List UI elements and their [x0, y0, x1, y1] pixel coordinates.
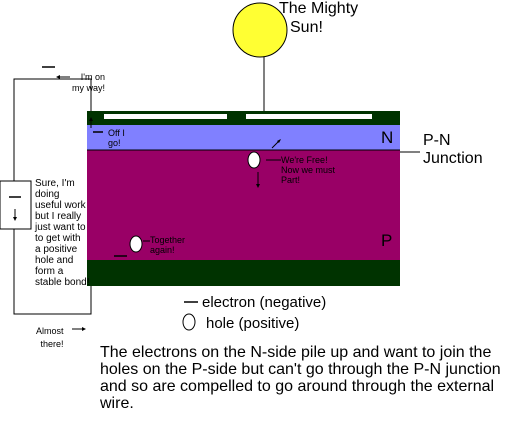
sun-label-line2: Sun! [290, 19, 323, 36]
hole-icon [247, 151, 261, 169]
p-label: P [381, 231, 393, 250]
sun-icon [232, 2, 288, 58]
sun-label-line1: The Mighty [279, 0, 359, 17]
speech-almost-there: Almost there! [36, 326, 64, 349]
arrowhead [13, 217, 17, 221]
n-label: N [381, 128, 394, 147]
arrowhead [256, 184, 260, 188]
speech-off-i-go: Off I go! [108, 128, 125, 148]
top-contact-slot [246, 114, 372, 119]
arrowhead [89, 117, 93, 121]
load-text: Sure, I'm doing useful work but I really… [35, 178, 90, 288]
bottom-contact [87, 260, 400, 286]
speech-on-my-way: I'm on my way! [72, 72, 106, 93]
n-layer [87, 125, 400, 150]
junction-label-line1: P-N [423, 132, 451, 149]
legend-hole-label: hole (positive) [206, 315, 300, 332]
legend-electron-label: electron (negative) [202, 294, 327, 311]
junction-label-line2: Junction [423, 150, 483, 167]
legend-hole-icon [182, 313, 196, 331]
top-contact-slot [104, 114, 227, 119]
caption-text: The electrons on the N-side pile up and … [100, 344, 501, 412]
arrowhead [82, 327, 86, 331]
arrowhead [277, 139, 281, 143]
load-box [0, 180, 32, 230]
arrowhead [56, 75, 60, 79]
hole-icon [129, 235, 143, 253]
speech-were-free: We're Free! Now we must Part! [281, 155, 336, 185]
speech-together-again: Together again! [150, 235, 186, 255]
